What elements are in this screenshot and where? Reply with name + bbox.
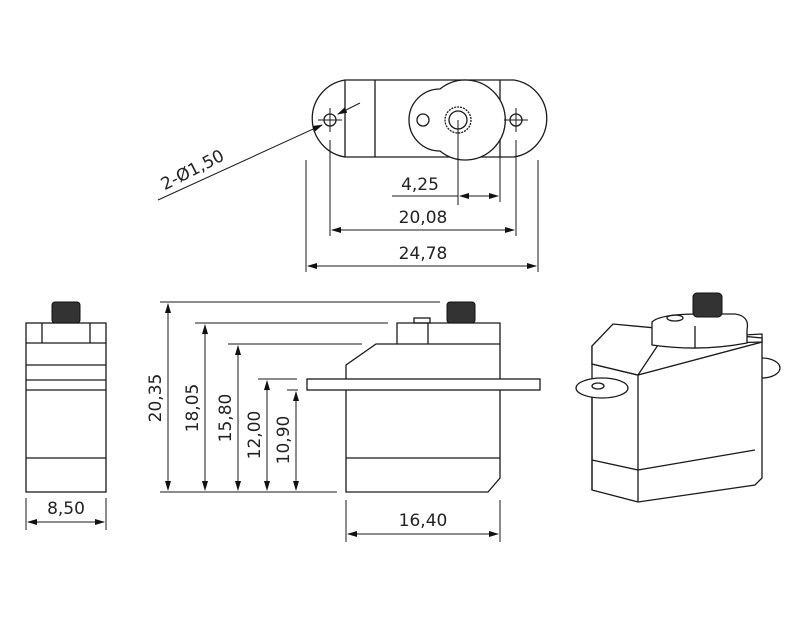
dim-body-length: 16,40 [399,511,448,531]
output-spline [51,301,81,324]
dim-height-total: 20,35 [146,374,166,423]
mounting-flange [306,378,541,391]
end-view: 8,50 [25,301,107,530]
dim-overall-length: 24,78 [399,244,448,264]
gear-boss-iso [651,313,749,349]
horn-outline [311,79,548,158]
dim-hole-spacing: 20,08 [399,208,448,228]
mount-hole-left [318,108,342,132]
dim-height-flange-bottom: 10,90 [274,416,294,465]
dim-spline-offset: 4,25 [401,175,439,195]
gear-boss-outline [408,79,506,161]
dim-height-flange-top: 12,00 [245,411,265,460]
spline-top [444,106,472,134]
hole-leader [157,124,323,201]
dim-body-width: 8,50 [47,499,85,519]
hole-callout-label: 2-Ø1,50 [158,146,228,195]
output-spline-iso [692,292,723,318]
boss-pin-hole [416,113,430,127]
side-view: 20,35 18,05 15,80 12,00 10,90 16,40 [146,301,541,542]
dim-height-case: 15,80 [216,394,236,443]
isometric-view [575,292,781,503]
dim-height-boss: 18,05 [183,384,203,433]
top-view: 2-Ø1,50 4,25 20,08 24,78 [157,79,548,272]
output-spline-side [446,301,476,324]
mount-hole-right [504,108,528,132]
